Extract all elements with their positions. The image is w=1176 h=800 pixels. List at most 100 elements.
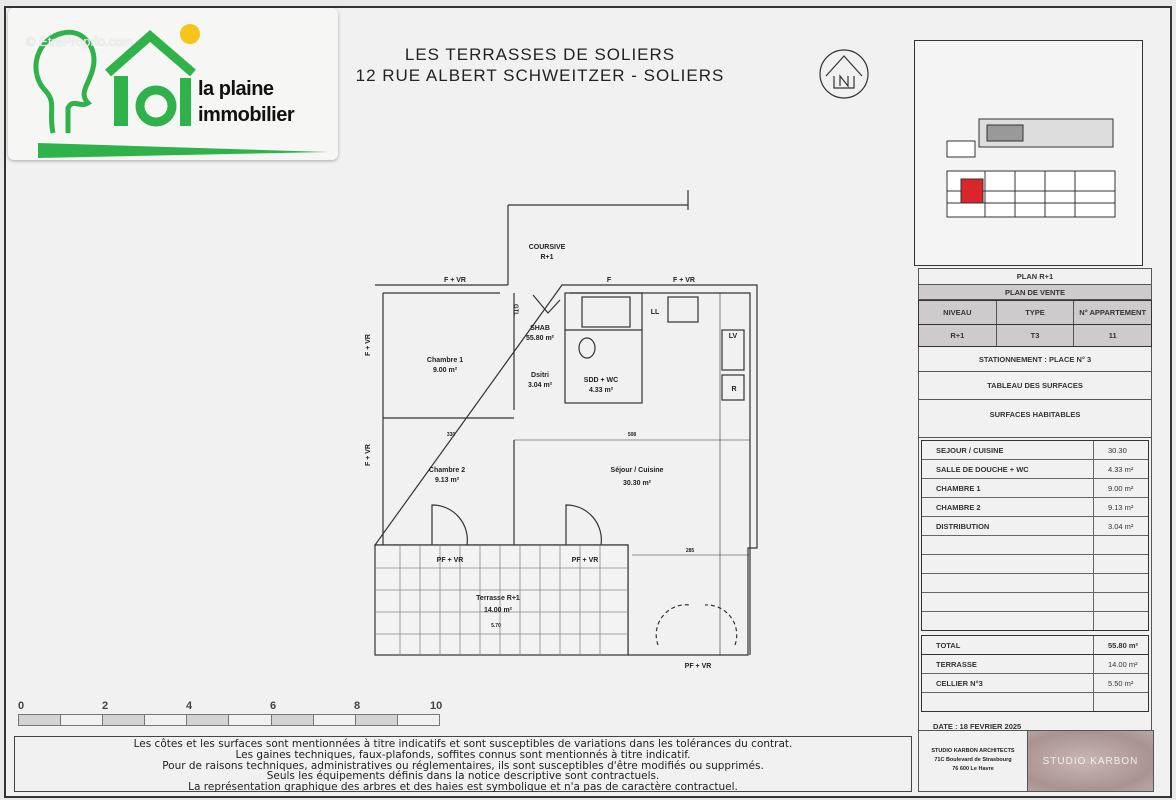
total-label: CELLIER N°3: [922, 674, 1094, 692]
door-label: PF + VR: [437, 557, 464, 564]
surface-value: 30.30: [1108, 445, 1127, 455]
surfaces-title: TABLEAU DES SURFACES: [918, 372, 1152, 400]
scale-label: 4: [186, 700, 193, 712]
logo-brand-text: la plaine immobilier: [198, 76, 295, 128]
room-area: 9.13 m²: [435, 477, 460, 484]
page-title: LES TERRASSES DE SOLIERS 12 RUE ALBERT S…: [330, 44, 750, 86]
total-row: TOTAL 55.80 m²: [922, 636, 1148, 655]
note-line: Pour de raisons techniques, administrati…: [162, 759, 764, 772]
total-value: 55.80 m²: [1108, 640, 1139, 650]
surface-label: CHAMBRE 1: [922, 479, 1094, 497]
scale-label: 10: [430, 700, 443, 712]
room-area: 14.00 m²: [484, 607, 513, 614]
value-level: R+1: [919, 325, 997, 346]
watermark: © EtreProprio.com: [26, 34, 134, 49]
empty-row: [922, 612, 1148, 630]
room-area: 3.04 m²: [528, 382, 553, 389]
surface-row: DISTRIBUTION 3.04 m²: [922, 517, 1148, 536]
note-line: Les gaines techniques, faux-plafonds, so…: [235, 748, 691, 761]
architect-block: STUDIO KARBON ARCHITECTS 71C Boulevard d…: [918, 730, 1154, 792]
door-label: PF + VR: [685, 663, 712, 670]
dimension: 285: [686, 548, 695, 554]
key-plan: [914, 40, 1143, 266]
shab-value: 55.80 m²: [526, 335, 555, 342]
architect-address: STUDIO KARBON ARCHITECTS 71C Boulevard d…: [919, 731, 1028, 791]
total-label: TOTAL: [922, 636, 1094, 654]
room-name: Chambre 2: [429, 467, 465, 474]
room-name: Terrasse R+1: [476, 595, 520, 602]
empty-row: [922, 593, 1148, 612]
header-type: TYPE: [997, 301, 1075, 324]
architect-city: 76 600 Le Havre: [952, 766, 994, 772]
r-label: R: [731, 386, 736, 393]
room-name: Chambre 1: [427, 357, 463, 364]
surfaces-table: SEJOUR / CUISINE 30.30 SALLE DE DOUCHE + …: [921, 440, 1149, 631]
note-line: Les côtes et les surfaces sont mentionné…: [133, 738, 793, 750]
floor-plan: COURSIVE R+1 F + VR F F + VR F + VR F + …: [365, 190, 758, 670]
dimension: 330: [447, 432, 456, 438]
brand-line-1: la plaine: [198, 78, 274, 100]
surface-row: CHAMBRE 1 9.00 m²: [922, 479, 1148, 498]
header-level: NIVEAU: [919, 301, 997, 324]
surface-label: SALLE DE DOUCHE + WC: [922, 460, 1094, 478]
parking-info: STATIONNEMENT : PLACE N° 3: [918, 347, 1152, 372]
surface-value: 9.13 m²: [1108, 502, 1134, 512]
coursive-label: COURSIVE: [529, 244, 566, 251]
habitable-title: SURFACES HABITABLES: [918, 400, 1152, 438]
room-area: 9.00 m²: [433, 367, 458, 374]
empty-row: [922, 574, 1148, 593]
highlighted-apartment: [960, 178, 984, 204]
architect-name: STUDIO KARBON ARCHITECTS: [931, 748, 1015, 754]
empty-row: [922, 693, 1148, 711]
dimension: 508: [628, 432, 637, 438]
lv-label: LV: [729, 333, 738, 340]
scale-label: 0: [18, 700, 25, 712]
disclaimer-notes: Les côtes et les surfaces sont mentionné…: [14, 736, 912, 792]
room-name: Dsitri: [531, 372, 549, 379]
surface-value: 9.00 m²: [1108, 483, 1134, 493]
room-area: 30.30 m²: [623, 480, 652, 487]
info-header-row: NIVEAU TYPE N° APPARTEMENT: [918, 300, 1152, 325]
ll-label: LL: [651, 309, 660, 316]
scale-label: 6: [270, 700, 277, 712]
empty-row: [922, 555, 1148, 574]
dimension: 5.70: [491, 623, 501, 629]
surface-label: SEJOUR / CUISINE: [922, 441, 1094, 459]
info-value-row: R+1 T3 11: [918, 325, 1152, 347]
project-address: 12 RUE ALBERT SCHWEITZER - SOLIERS: [355, 66, 725, 85]
note-line: Seuls les équipements définis dans la no…: [266, 770, 660, 783]
note-line: La représentation graphique des arbres e…: [188, 781, 738, 794]
surface-label: DISTRIBUTION: [922, 517, 1094, 535]
plan-type: PLAN DE VENTE: [918, 285, 1152, 300]
value-apartment: 11: [1108, 331, 1117, 340]
surface-label: CHAMBRE 2: [922, 498, 1094, 516]
surface-value: 4.33 m²: [1108, 464, 1134, 474]
window-label: F + VR: [673, 277, 695, 284]
scale-segments: [18, 714, 440, 726]
architect-street: 71C Boulevard de Strasbourg: [934, 757, 1012, 763]
surface-value: 3.04 m²: [1108, 521, 1134, 531]
scale-label: 8: [354, 700, 361, 712]
room-name: SDD + WC: [584, 377, 618, 384]
scale-label: 2: [102, 700, 109, 712]
brand-line-2: immobilier: [198, 104, 295, 126]
window-label: F + VR: [365, 334, 372, 356]
north-arrow-icon: [819, 49, 869, 99]
sales-info-table: PLAN R+1 PLAN DE VENTE NIVEAU TYPE N° AP…: [918, 268, 1152, 740]
plan-date: DATE : 18 FEVRIER 2025: [933, 721, 1022, 731]
total-value: 14.00 m²: [1108, 659, 1138, 669]
coursive-level: R+1: [540, 254, 553, 261]
surface-row: SEJOUR / CUISINE 30.30: [922, 441, 1148, 460]
window-label: F: [607, 277, 612, 284]
door-label: PF + VR: [572, 557, 599, 564]
room-name: Séjour / Cuisine: [611, 467, 664, 474]
window-label: F + VR: [444, 277, 466, 284]
logo-graphic: [33, 24, 328, 158]
empty-row: [922, 536, 1148, 555]
window-label: F + VR: [365, 444, 372, 466]
surface-row: CHAMBRE 2 9.13 m²: [922, 498, 1148, 517]
key-plan-drawing: [946, 118, 1116, 218]
